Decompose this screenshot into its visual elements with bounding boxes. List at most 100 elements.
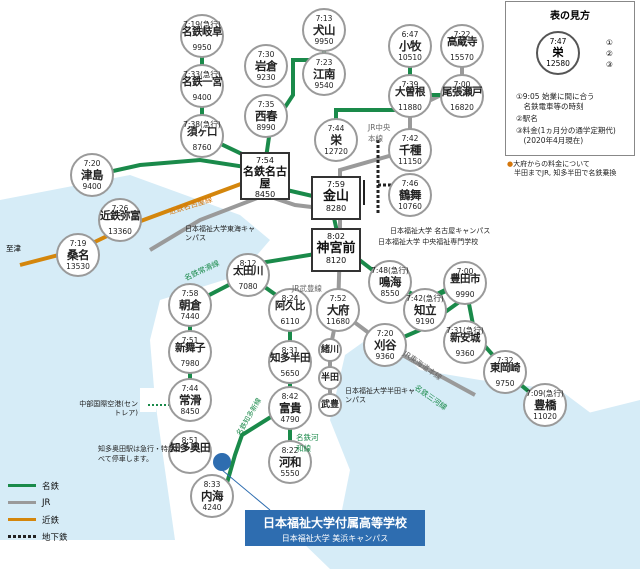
guide-sample-name: 栄 [552, 46, 564, 59]
station-fare: 6110 [280, 317, 300, 326]
destination-label: 至津 [6, 244, 21, 253]
legend-label: 近鉄 [42, 515, 60, 526]
legend-label: 地下鉄 [42, 532, 68, 543]
station-fare: 11680 [326, 317, 350, 326]
school-pointer-line [221, 469, 271, 511]
guide-sample-time: 7:47 [549, 37, 567, 46]
station-name: 西春 [255, 109, 278, 123]
hub-time: 7:54 [256, 156, 274, 165]
station-name: 常滑 [179, 393, 202, 407]
station-fare: 15570 [450, 53, 474, 62]
station-time: 7:35 [257, 100, 275, 109]
station-time: 7:42(急行) [406, 294, 444, 303]
hub-station[interactable]: 7:54 名鉄名古屋 8450 [240, 152, 290, 200]
station-time: 8:12 [239, 259, 257, 268]
station-fare: 11150 [398, 157, 422, 166]
station-fare: 8550 [380, 289, 400, 298]
station-fare: 9400 [82, 182, 102, 191]
station-fare: 8450 [180, 407, 200, 416]
station-name: 津島 [81, 168, 104, 182]
station-time: 7:58 [181, 289, 199, 298]
station-time: 7:00 [456, 267, 474, 276]
legend-item: JR [8, 494, 68, 511]
hub-station[interactable]: 7:59 金山 8280 [311, 176, 361, 220]
station-time: 7:20 [376, 329, 394, 338]
airport-label: 中部国際空港(セントレア) [79, 400, 138, 417]
school-location-dot [213, 453, 231, 471]
guide-explanation: (2020年4月現在) [516, 136, 584, 145]
hub-name: 神宮前 [316, 241, 356, 256]
station-name: 朝倉 [179, 298, 202, 312]
station-name: 知多奥田 [170, 442, 211, 454]
small-station[interactable]: 武豊 [318, 393, 342, 417]
station-name: 栄 [330, 133, 343, 147]
hub-station[interactable]: 8:02 神宮前 8120 [311, 228, 361, 272]
station-fare: 11020 [533, 412, 557, 421]
school-name: 日本福祉大学付属高等学校 [262, 516, 407, 530]
station-fare: 9360 [375, 352, 395, 361]
station-name: 鶴舞 [399, 188, 422, 202]
station-time: 7:23 [315, 58, 333, 67]
station-fare: 9230 [256, 73, 276, 82]
fare-note: ●大府からの料金について 半田までJR, 知多半田で名鉄乗換 [507, 160, 635, 178]
kowa-line-label: 名鉄河和線 [296, 433, 319, 453]
legend-item: 地下鉄 [8, 528, 68, 545]
guide-sample-fare: 12580 [546, 59, 570, 68]
small-station[interactable]: 半田 [318, 366, 342, 390]
station-name: 名鉄岐阜 [182, 26, 223, 38]
station-time: 7:22 [453, 30, 471, 39]
station-fare: 9360 [455, 349, 475, 358]
station-fare: 13360 [108, 227, 132, 236]
station-time: 7:19 [69, 239, 87, 248]
legend-label: 名鉄 [42, 481, 60, 492]
small-station[interactable]: 緒川 [318, 338, 342, 362]
hub-fare: 8450 [254, 190, 276, 199]
legend-item: 名鉄 [8, 477, 68, 494]
station-name: 近鉄弥富 [100, 210, 141, 222]
station-name: 阿久比 [275, 300, 306, 312]
station-time: 7:46 [401, 179, 419, 188]
station-time: 8:42 [281, 392, 299, 401]
station-time: 7:51 [181, 336, 199, 345]
station-fare: 7080 [238, 282, 258, 291]
guide-marker-2: ② [606, 49, 613, 58]
school-box[interactable]: 日本福祉大学付属高等学校 日本福祉大学 美浜キャンパス [245, 510, 425, 546]
station-fare: 9750 [495, 379, 515, 388]
station-time: 7:20 [83, 159, 101, 168]
